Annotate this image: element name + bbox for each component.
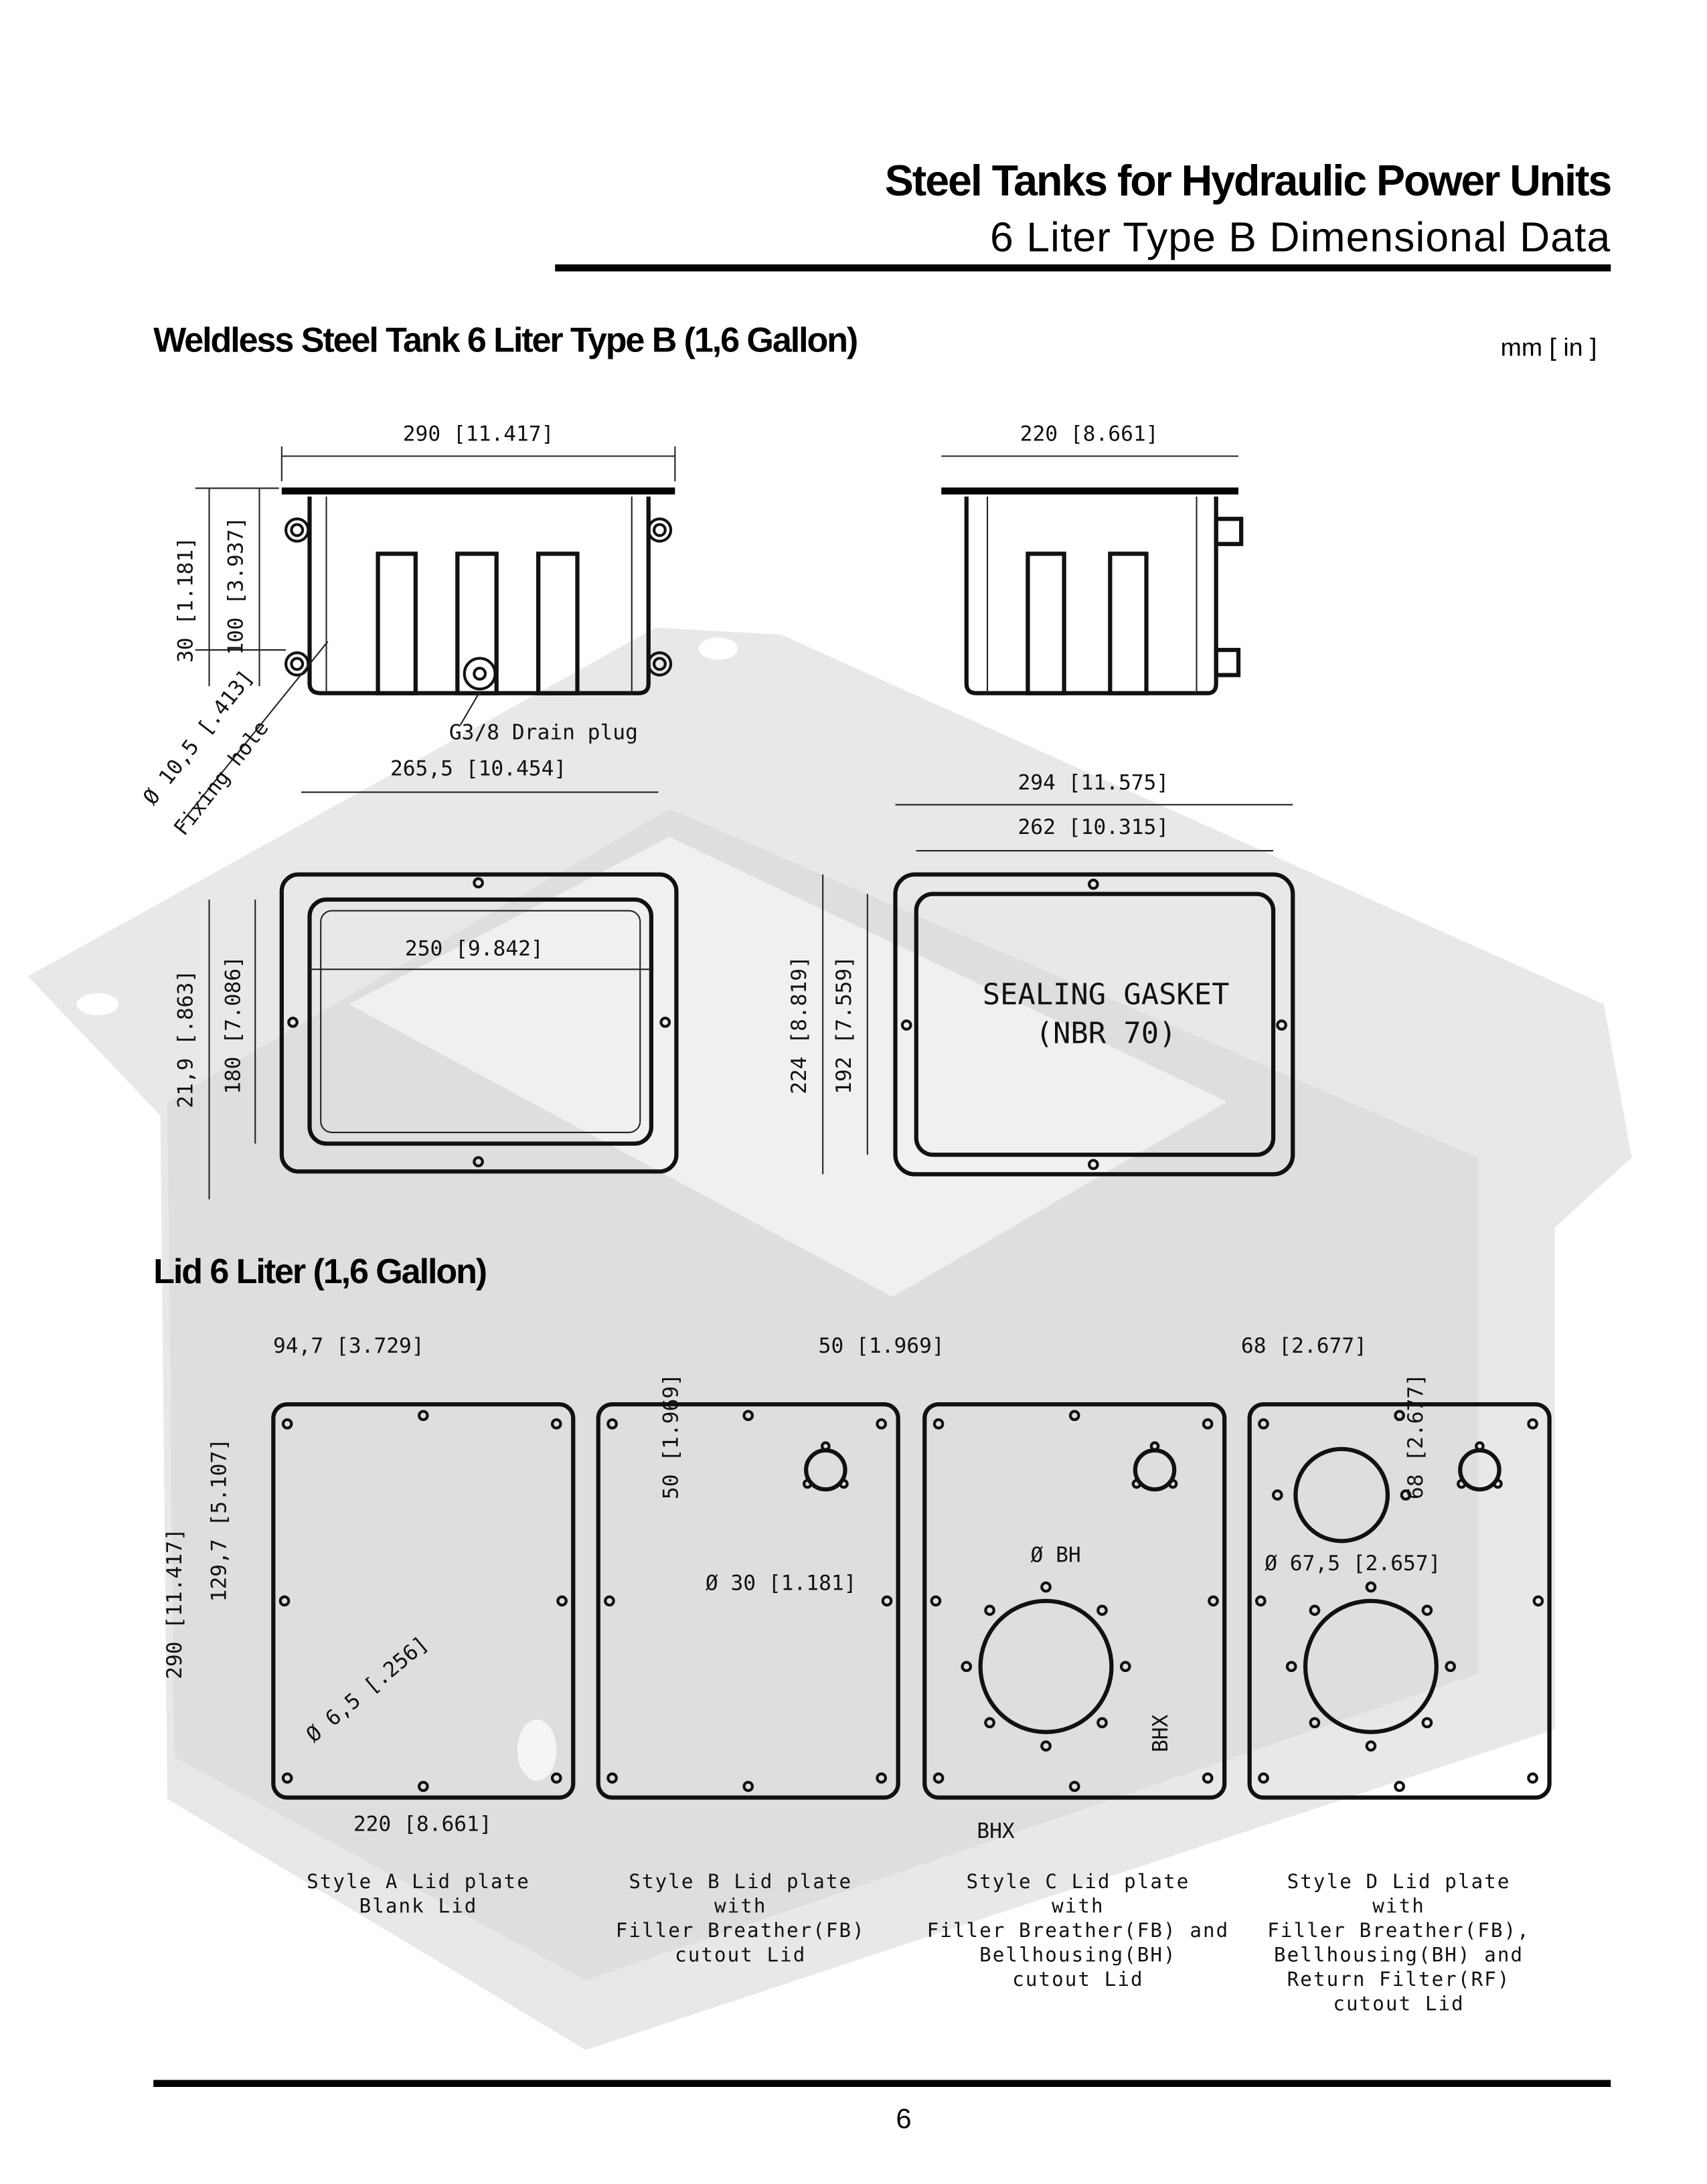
bolt-hole (417, 1780, 429, 1792)
bellhousing-cutout (978, 1598, 1114, 1734)
lid-style-b-caption-line: Filler Breather(FB) (616, 1919, 866, 1942)
bolt-hole (278, 1595, 291, 1607)
lid-c-bhx-horizontal-dim: BHX (977, 1819, 1015, 1843)
bolt-hole (876, 1418, 887, 1430)
gasket-inner-height-dim: 192 [7.559] (832, 956, 856, 1094)
lid-plate-style-d (1247, 1402, 1552, 1800)
lid-d-rf-y-dim: 68 [2.677] (1404, 1373, 1428, 1499)
bolt-hole (281, 1772, 293, 1784)
lid-style-d-caption-line: Style D Lid plate (1287, 1870, 1511, 1893)
bolt-hole (1258, 1772, 1269, 1784)
lid-c-bh-dia-dim: Ø BH (1030, 1543, 1080, 1568)
bolt-hole (1532, 1595, 1544, 1607)
side-width-dim: 220 [8.661] (1020, 422, 1159, 446)
lid-style-d-caption-line: cutout Lid (1333, 1992, 1464, 2015)
bolt-hole (1394, 1780, 1405, 1792)
lid-a-height-290-dim: 290 [11.417] (163, 1528, 187, 1679)
bolt-hole (1527, 1418, 1538, 1430)
lid-style-c-caption-line: Filler Breather(FB) and (927, 1919, 1230, 1942)
bolt-hole (930, 1595, 942, 1607)
lid-c-bhx-vertical-dim: BHX (1149, 1714, 1173, 1752)
sealing-gasket-drawing (822, 804, 1295, 1177)
tank-front-view (181, 446, 676, 824)
lid-plates (271, 1402, 1552, 1800)
lid-style-c-caption-line: Style C Lid plate (967, 1870, 1190, 1893)
bolt-hole (550, 1772, 562, 1784)
lid-style-a-caption-line: Style A Lid plate (307, 1870, 530, 1893)
gasket-inner-width-dim: 262 [10.315] (1018, 815, 1169, 839)
top-inner-depth-dim: 180 [7.086] (221, 956, 245, 1094)
lid-style-c-caption-line: cutout Lid (1012, 1968, 1143, 1991)
tank-section-heading: Weldless Steel Tank 6 Liter Type B (1,6 … (153, 321, 857, 359)
bolt-hole (556, 1595, 568, 1607)
lid-style-b-caption-line: cutout Lid (675, 1943, 806, 1966)
top-inner-width-dim: 250 [9.842] (405, 936, 544, 960)
lid-d-rf-x-dim: 68 [2.677] (1241, 1334, 1367, 1358)
lid-d-rf-dia-dim: Ø 67,5 [2.657] (1265, 1551, 1441, 1576)
front-height-100-dim: 100 [3.937] (224, 517, 248, 655)
bolt-hole (1202, 1418, 1214, 1430)
bolt-hole (1258, 1418, 1269, 1430)
bolt-hole (1527, 1772, 1538, 1784)
bolt-hole (1255, 1595, 1267, 1607)
page-title: Steel Tanks for Hydraulic Power Units (885, 157, 1611, 205)
bolt-hole (281, 1418, 293, 1430)
bolt-hole (932, 1418, 945, 1430)
lid-a-width-dim: 220 [8.661] (353, 1813, 492, 1837)
bolt-hole (881, 1595, 893, 1607)
hole-spacing-dim: 265,5 [10.454] (390, 757, 566, 781)
lid-style-c-caption-line: with (1052, 1895, 1105, 1918)
page-number: 6 (896, 2102, 911, 2134)
bolt-hole (742, 1780, 754, 1792)
gasket-label-line1: SEALING GASKET (983, 977, 1230, 1011)
gasket-outer-height-dim: 224 [8.819] (787, 956, 811, 1094)
lid-b-fb-dia-dim: Ø 30 [1.181] (706, 1571, 857, 1595)
bolt-hole (1202, 1772, 1214, 1784)
lid-plate-style-b (596, 1402, 900, 1800)
tank-side-view (941, 455, 1244, 695)
bolt-hole (606, 1772, 618, 1784)
bolt-hole (550, 1418, 562, 1430)
lid-a-hole-offset-dim: 94,7 [3.729] (273, 1334, 424, 1358)
lid-b-fb-y-dim: 50 [1.969] (659, 1373, 683, 1499)
lid-plate-style-a (271, 1402, 576, 1800)
bolt-hole (606, 1418, 618, 1430)
front-height-30-dim: 30 [1.181] (174, 537, 198, 663)
drain-plug-label: G3/8 Drain plug (449, 720, 638, 744)
return-filter-cutout (1293, 1446, 1390, 1543)
lid-section-heading: Lid 6 Liter (1,6 Gallon) (153, 1252, 486, 1291)
lid-style-d-caption-line: Filler Breather(FB), (1267, 1919, 1530, 1942)
lid-style-d-caption-line: with (1372, 1895, 1425, 1918)
page-subtitle: 6 Liter Type B Dimensional Data (990, 214, 1611, 260)
units-label: mm [ in ] (1501, 333, 1597, 361)
bolt-hole (1394, 1410, 1405, 1422)
tank-top-view (208, 872, 679, 1199)
bolt-hole (932, 1772, 945, 1784)
gasket-label-line2: (NBR 70) (1036, 1017, 1177, 1051)
bolt-hole (876, 1772, 887, 1784)
gasket-outer-width-dim: 294 [11.575] (1018, 770, 1169, 794)
bolt-hole (742, 1410, 754, 1422)
lid-style-a-caption-line: Blank Lid (359, 1895, 478, 1918)
lid-style-b-caption-line: with (714, 1895, 767, 1918)
bolt-hole (1068, 1410, 1080, 1422)
background-tank-image (27, 627, 1642, 2050)
lid-style-d-caption-line: Bellhousing(BH) and (1274, 1943, 1524, 1966)
bolt-hole (417, 1410, 429, 1422)
lid-style-d-caption-line: Return Filter(RF) (1287, 1968, 1511, 1991)
top-offset-dim: 21,9 [.863] (174, 970, 198, 1108)
bolt-hole (1068, 1780, 1080, 1792)
front-width-dim: 290 [11.417] (403, 422, 554, 446)
lid-style-c-caption-line: Bellhousing(BH) (979, 1943, 1177, 1966)
lid-a-height-1297-dim: 129,7 [5.107] (208, 1438, 232, 1602)
lid-plate-style-c (922, 1402, 1227, 1800)
lid-style-b-caption-line: Style B Lid plate (629, 1870, 852, 1893)
lid-b-fb-x-dim: 50 [1.969] (819, 1334, 945, 1358)
bolt-hole (604, 1595, 615, 1607)
bellhousing-cutout (1303, 1598, 1439, 1734)
bolt-hole (1208, 1595, 1219, 1607)
